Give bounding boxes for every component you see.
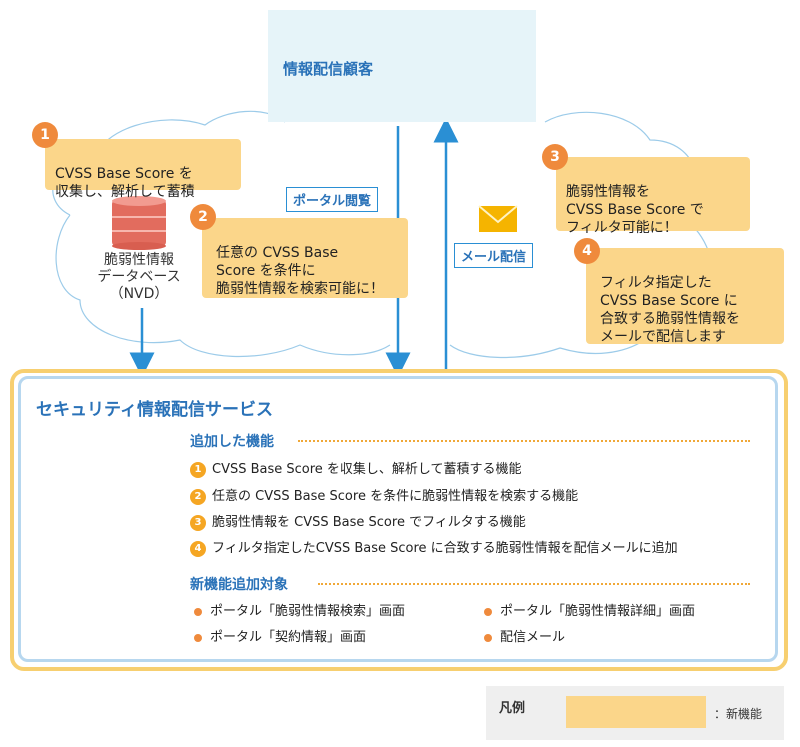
feature-item-1: 1 CVSS Base Score を収集し、解析して蓄積する機能 <box>190 458 522 478</box>
target-item-2: ポータル「脆弱性情報詳細」画面 <box>484 600 695 619</box>
customer-label: 情報配信顧客 <box>283 60 374 78</box>
target-item-3: ポータル「契約情報」画面 <box>194 626 366 645</box>
feature-1-badge: 1 <box>190 461 206 478</box>
callout-3: 脆弱性情報を CVSS Base Score で フィルタ可能に！ <box>556 157 750 236</box>
callout-3-text: 脆弱性情報を CVSS Base Score で フィルタ可能に！ <box>566 184 704 236</box>
added-features-heading: 追加した機能 <box>190 434 274 450</box>
targets-heading: 新機能追加対象 <box>190 577 288 593</box>
targets-divider <box>318 583 750 585</box>
feature-3-badge: 3 <box>190 514 206 531</box>
feature-4-badge: 4 <box>190 540 206 557</box>
target-item-4: 配信メール <box>484 626 565 645</box>
bullet-dot <box>484 607 492 616</box>
feature-3-text: 脆弱性情報を CVSS Base Score でフィルタする機能 <box>212 515 526 530</box>
callout-2-badge: 2 <box>190 204 216 230</box>
callout-4-badge: 4 <box>574 238 600 264</box>
callout-1: CVSS Base Score を 収集し、解析して蓄積 <box>45 139 241 200</box>
database-caption: 脆弱性情報 データベース （NVD） <box>97 252 181 302</box>
legend-swatch-new-feature <box>566 696 706 728</box>
feature-4-text: フィルタ指定したCVSS Base Score に合致する脆弱性情報を配信メール… <box>212 541 678 556</box>
callout-3-badge: 3 <box>542 144 568 170</box>
callout-2: 任意の CVSS Base Score を条件に 脆弱性情報を検索可能に！ <box>202 218 408 298</box>
feature-item-3: 3 脆弱性情報を CVSS Base Score でフィルタする機能 <box>190 511 526 531</box>
mail-delivery-tag: メール配信 <box>454 243 534 268</box>
callout-1-text: CVSS Base Score を 収集し、解析して蓄積 <box>55 166 195 200</box>
heading-divider <box>298 440 750 442</box>
feature-item-2: 2 任意の CVSS Base Score を条件に脆弱性情報を検索する機能 <box>190 485 578 505</box>
envelope-icon <box>478 205 518 232</box>
feature-1-text: CVSS Base Score を収集し、解析して蓄積する機能 <box>212 462 522 477</box>
service-panel <box>18 376 778 662</box>
target-item-3-text: ポータル「契約情報」画面 <box>210 630 367 645</box>
callout-2-text: 任意の CVSS Base Score を条件に 脆弱性情報を検索可能に！ <box>216 245 384 297</box>
legend-label: ：新機能 <box>714 707 763 721</box>
callout-1-badge: 1 <box>32 122 58 148</box>
callout-4: フィルタ指定した CVSS Base Score に 合致する脆弱性情報を メー… <box>586 248 784 345</box>
database-icon <box>112 196 166 250</box>
feature-item-4: 4 フィルタ指定したCVSS Base Score に合致する脆弱性情報を配信メー… <box>190 537 678 557</box>
bullet-dot <box>194 607 202 616</box>
bullet-dot <box>484 633 492 642</box>
customer-panel <box>268 10 536 122</box>
service-title: セキュリティ情報配信サービス <box>36 400 273 420</box>
portal-view-tag: ポータル閲覧 <box>286 187 379 212</box>
target-item-1-text: ポータル「脆弱性情報検索」画面 <box>210 604 406 619</box>
target-item-4-text: 配信メール <box>500 630 566 645</box>
target-item-1: ポータル「脆弱性情報検索」画面 <box>194 600 405 619</box>
feature-2-badge: 2 <box>190 488 206 505</box>
legend-title: 凡例 <box>499 701 526 716</box>
bullet-dot <box>194 633 202 642</box>
target-item-2-text: ポータル「脆弱性情報詳細」画面 <box>500 604 696 619</box>
callout-4-text: フィルタ指定した CVSS Base Score に 合致する脆弱性情報を メー… <box>600 275 740 345</box>
feature-2-text: 任意の CVSS Base Score を条件に脆弱性情報を検索する機能 <box>212 489 579 504</box>
